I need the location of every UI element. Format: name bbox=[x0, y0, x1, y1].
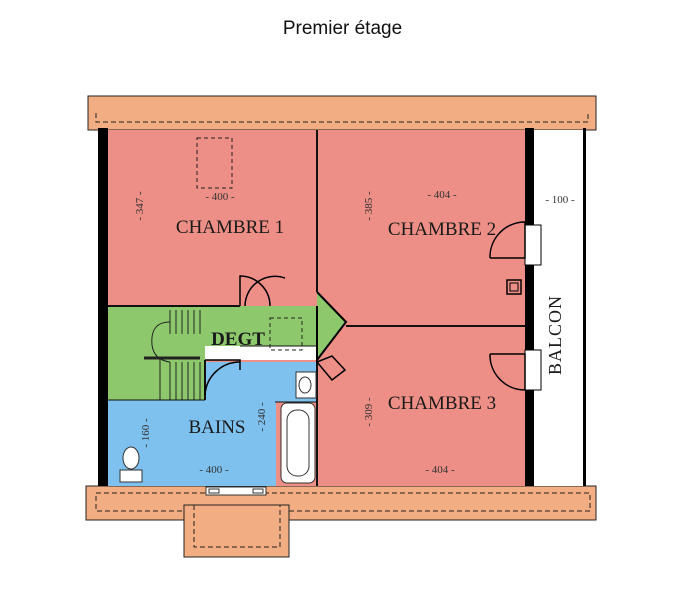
room-chambre-3 bbox=[316, 326, 525, 486]
label-degt: DEGT bbox=[211, 329, 265, 350]
label-chambre-2: CHAMBRE 2 bbox=[388, 219, 496, 240]
dim-bains-depth: - 240 - bbox=[256, 402, 268, 432]
dim-chambre-2-depth: - 385 - bbox=[363, 191, 375, 221]
room-chambre-2 bbox=[317, 130, 525, 326]
roof-eave-bottom bbox=[85, 485, 597, 521]
label-balcon: BALCON bbox=[545, 295, 565, 375]
dim-chambre-2-width: - 404 - bbox=[427, 189, 457, 201]
label-chambre-3: CHAMBRE 3 bbox=[388, 393, 496, 414]
balcony bbox=[534, 130, 583, 486]
page-title: Premier étage bbox=[282, 18, 403, 39]
dim-chambre-1-depth: - 347 - bbox=[134, 191, 146, 221]
dim-chambre-3-width: - 404 - bbox=[425, 464, 455, 476]
chimney bbox=[506, 279, 522, 295]
label-bains: BAINS bbox=[188, 417, 245, 438]
label-chambre-1: CHAMBRE 1 bbox=[176, 217, 284, 238]
skylight-degt bbox=[269, 317, 303, 351]
toilet bbox=[119, 446, 143, 483]
washbasin bbox=[295, 371, 317, 399]
dim-balcon-width: - 100 - bbox=[545, 194, 575, 206]
roof-extension bbox=[183, 504, 290, 558]
roof-eave-top bbox=[87, 95, 597, 131]
room-degt bbox=[108, 292, 346, 400]
bathtub bbox=[280, 402, 316, 484]
skylight-chambre-1 bbox=[196, 137, 233, 189]
wall-right-outer bbox=[583, 128, 586, 486]
wall-left bbox=[98, 128, 108, 486]
dim-bains-side: - 160 - bbox=[140, 418, 152, 448]
dim-chambre-1-width: - 400 - bbox=[205, 191, 235, 203]
dim-chambre-3-depth: - 309 - bbox=[363, 397, 375, 427]
staircase bbox=[144, 310, 201, 400]
wall-right bbox=[525, 128, 534, 486]
dim-bains-width: - 400 - bbox=[199, 464, 229, 476]
